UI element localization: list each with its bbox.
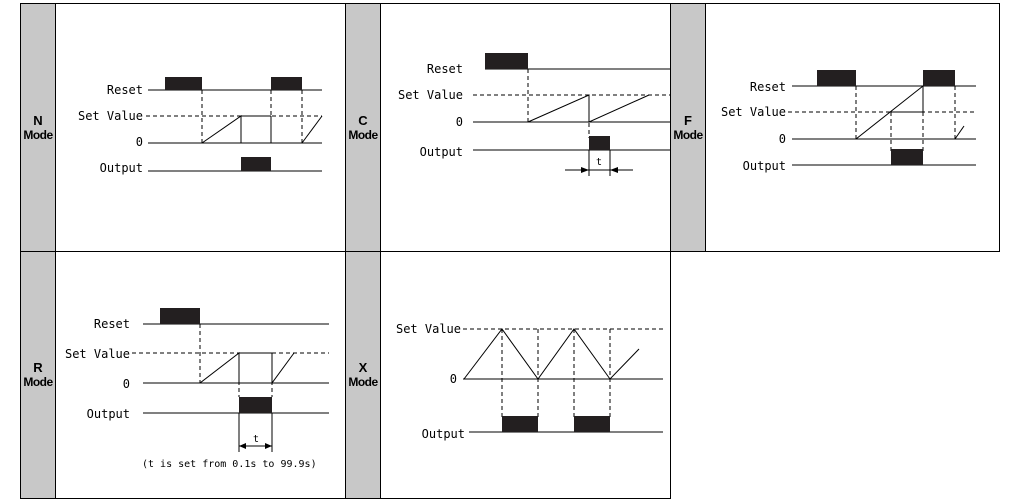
n-mode-panel: N Mode Reset Set Value 0 Output	[20, 3, 346, 252]
f-mode-word: Mode	[673, 127, 703, 142]
output-pulse-1	[502, 416, 538, 432]
count-triangle-wave	[463, 328, 640, 380]
reset-label: Reset	[94, 317, 130, 331]
reset-label: Reset	[427, 62, 463, 76]
output-pulse	[589, 136, 610, 150]
output-label: Output	[743, 159, 786, 173]
c-mode-timing-diagram: Reset Set Value 0 Output t	[381, 4, 671, 251]
output-pulse-2	[574, 416, 610, 432]
c-mode-panel: C Mode Reset Set Value 0 Output t	[345, 3, 671, 252]
r-mode-word: Mode	[23, 375, 53, 389]
x-mode-panel: X Mode Set Value 0 Output	[345, 251, 671, 499]
count-ramp	[855, 84, 924, 140]
reset-pulse	[160, 308, 200, 324]
c-mode-word: Mode	[348, 127, 378, 142]
reset-pulse	[485, 53, 528, 69]
r-mode-label: R Mode	[21, 252, 56, 498]
f-mode-letter: F	[684, 112, 692, 128]
t-label: t	[596, 157, 602, 168]
x-mode-letter: X	[358, 360, 368, 375]
output-pulse	[891, 149, 923, 165]
n-mode-timing-diagram: Reset Set Value 0 Output	[56, 4, 345, 251]
r-mode-panel: R Mode Reset Set Value 0 Output	[20, 251, 346, 499]
x-mode-word: Mode	[348, 375, 378, 389]
reset-pulse-1	[817, 70, 856, 86]
output-pulse	[239, 397, 272, 413]
zero-label: 0	[136, 135, 143, 149]
set-value-label: Set Value	[396, 322, 461, 336]
zero-label: 0	[450, 372, 457, 386]
f-mode-panel: F Mode Reset Set Value 0 Output	[670, 3, 1000, 252]
c-mode-label: C Mode	[346, 4, 381, 251]
set-value-label: Set Value	[721, 105, 786, 119]
reset-pulse-1	[165, 77, 202, 90]
set-value-label: Set Value	[65, 347, 130, 361]
count-ramp	[527, 94, 650, 123]
c-mode-letter: C	[358, 112, 368, 128]
reset-label: Reset	[750, 80, 786, 94]
reset-pulse-2	[923, 70, 955, 86]
count-ramp	[201, 115, 242, 144]
output-label: Output	[422, 427, 465, 441]
t-label: t	[253, 434, 259, 445]
output-label: Output	[87, 407, 130, 421]
f-mode-timing-diagram: Reset Set Value 0 Output	[706, 4, 999, 251]
output-label: Output	[100, 161, 143, 175]
count-ramp	[199, 351, 240, 384]
output-pulse	[241, 157, 271, 171]
r-mode-note: (t is set from 0.1s to 99.9s)	[142, 459, 317, 470]
set-value-label: Set Value	[78, 109, 143, 123]
x-mode-timing-diagram: Set Value 0 Output	[381, 252, 670, 498]
zero-label: 0	[779, 132, 786, 146]
n-mode-label: N Mode	[21, 4, 56, 251]
x-mode-label: X Mode	[346, 252, 381, 498]
zero-label: 0	[123, 377, 130, 391]
n-mode-letter: N	[33, 112, 43, 128]
reset-label: Reset	[107, 83, 143, 97]
set-value-label: Set Value	[398, 88, 463, 102]
f-mode-label: F Mode	[671, 4, 706, 251]
reset-pulse-2	[271, 77, 302, 90]
r-mode-letter: R	[33, 360, 43, 375]
r-mode-timing-diagram: Reset Set Value 0 Output t (t is set fro…	[56, 252, 345, 498]
zero-label: 0	[456, 115, 463, 129]
output-label: Output	[420, 145, 463, 159]
n-mode-word: Mode	[23, 127, 53, 142]
